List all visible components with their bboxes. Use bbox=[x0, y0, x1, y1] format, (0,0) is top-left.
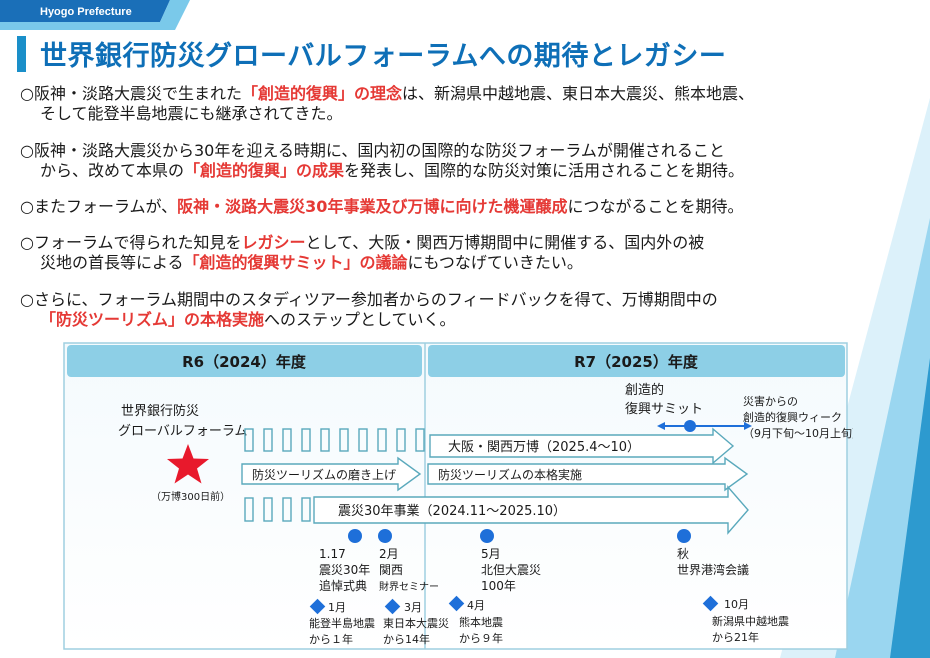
event-1-line2: 震災30年 bbox=[319, 563, 370, 577]
bullet-highlight: 「創造的復興サミット」の議論 bbox=[183, 253, 408, 272]
anniv-1-name: 能登半島地震 bbox=[309, 616, 375, 630]
week-label-line1: 災害からの bbox=[743, 394, 798, 408]
forum-label-line1: 世界銀行防災 bbox=[121, 403, 199, 419]
year-label-r7: R7（2025）年度 bbox=[574, 353, 699, 371]
bullet-item: ○阪神・淡路大震災から30年を迎える時期に、国内初の国際的な防災フォーラムが開催… bbox=[20, 141, 925, 181]
wave-marks-row1 bbox=[244, 428, 425, 452]
event-2-line3: 財界セミナー bbox=[379, 580, 439, 593]
year-header-r6 bbox=[67, 345, 422, 377]
week-label-line2: 創造的復興ウィーク bbox=[743, 410, 842, 424]
bullet-text: 災地の首長等による bbox=[40, 253, 184, 272]
bullet-text: は、新潟県中越地震、東日本大震災、熊本地震、 bbox=[401, 84, 754, 103]
year-label-r6: R6（2024）年度 bbox=[182, 353, 307, 371]
event-dot bbox=[480, 529, 494, 543]
tourism-arrow-1 bbox=[241, 456, 422, 492]
expo-arrow bbox=[429, 427, 735, 465]
page-title: 世界銀行防災グローバルフォーラムへの期待とレガシー bbox=[40, 41, 727, 72]
bullet-text: ○さらに、フォーラム期間中のスタディツアー参加者からのフィードバックを得て、万博… bbox=[20, 290, 718, 309]
event-3-line1: 5月 bbox=[481, 547, 501, 561]
bullet-text: にもつなげていきたい。 bbox=[407, 253, 583, 272]
bullet-text: を発表し、国際的な防災対策に活用されることを期待。 bbox=[344, 161, 745, 180]
summit-label-line1: 創造的 bbox=[625, 382, 664, 398]
expo-label: 大阪・関西万博（2025.4～10） bbox=[448, 440, 640, 455]
bullet-text: として、大阪・関西万博期間中に開催する、国内外の被 bbox=[305, 233, 705, 252]
tourism-label-2: 防災ツーリズムの本格実施 bbox=[438, 467, 582, 482]
anniv-2-years: から14年 bbox=[383, 632, 430, 646]
bullet-text: ○フォーラムで得られた知見を bbox=[20, 233, 242, 252]
forum-label-line2: グローバルフォーラム bbox=[118, 424, 247, 439]
bullet-list: ○阪神・淡路大震災で生まれた「創造的復興」の理念は、新潟県中越地震、東日本大震災… bbox=[20, 84, 925, 330]
event-1-line1: 1.17 bbox=[319, 547, 346, 561]
event-dot bbox=[378, 529, 392, 543]
title-accent-bar bbox=[17, 36, 26, 72]
event-1-line3: 追悼式典 bbox=[319, 578, 367, 593]
wave-marks-row2 bbox=[244, 497, 311, 522]
bullet-item: ○さらに、フォーラム期間中のスタディツアー参加者からのフィードバックを得て、万博… bbox=[20, 290, 925, 330]
tourism-label-1: 防災ツーリズムの磨き上げ bbox=[252, 467, 396, 482]
bullet-text: そして能登半島地震にも継承されてきた。 bbox=[40, 104, 343, 123]
bullet-text: ○阪神・淡路大震災で生まれた bbox=[20, 84, 242, 103]
anniv-4-years: から21年 bbox=[712, 630, 759, 644]
bullet-text: から、改めて本県の bbox=[40, 161, 185, 180]
anniv-3-name: 熊本地震 bbox=[459, 615, 503, 629]
anniv-2-month: 3月 bbox=[404, 601, 422, 614]
anniv-3-years: から９年 bbox=[459, 631, 503, 645]
anniv-4-month: 10月 bbox=[724, 598, 749, 611]
event-dot bbox=[348, 529, 362, 543]
arrow-right-icon bbox=[744, 422, 752, 430]
forum-note: （万博300日前） bbox=[151, 490, 230, 503]
bullet-highlight: 「創造的復興」の成果 bbox=[184, 161, 345, 180]
bullet-item: ○フォーラムで得られた知見をレガシーとして、大阪・関西万博期間中に開催する、国内… bbox=[20, 233, 925, 273]
bullet-text: ○またフォーラムが、 bbox=[20, 197, 178, 216]
event-2-line2: 関西 bbox=[379, 563, 403, 577]
summit-dot bbox=[684, 420, 696, 432]
header-tag: Hyogo Prefecture bbox=[40, 6, 132, 18]
bullet-highlight: 「創造的復興」の理念 bbox=[241, 84, 402, 103]
bullet-highlight: レガシー bbox=[241, 233, 306, 252]
year-header-r7 bbox=[428, 345, 845, 377]
event-dot bbox=[677, 529, 691, 543]
event-4-line2: 世界港湾会議 bbox=[677, 562, 749, 577]
bullet-text: につながることを期待。 bbox=[567, 197, 744, 216]
anniv-3-month: 4月 bbox=[467, 599, 485, 612]
event-4-line1: 秋 bbox=[677, 547, 689, 561]
event-3-line2: 北但大震災 bbox=[481, 563, 541, 577]
bullet-text: へのステップとしていく。 bbox=[264, 310, 456, 329]
star-icon bbox=[167, 444, 209, 484]
bullet-item: ○またフォーラムが、阪神・淡路大震災30年事業及び万博に向けた機運醸成につながる… bbox=[20, 197, 925, 217]
tourism-arrow-2 bbox=[427, 456, 749, 492]
anniv-4-name: 新潟県中越地震 bbox=[712, 614, 789, 628]
week-label-line3: （9月下旬～10月上旬） bbox=[743, 427, 853, 440]
arrow-left-icon bbox=[657, 422, 665, 430]
shinsai30-label: 震災30年事業（2024.11～2025.10） bbox=[338, 503, 566, 519]
anniv-2-name: 東日本大震災 bbox=[383, 616, 449, 630]
shinsai30-arrow bbox=[313, 485, 749, 535]
timeline-diagram: R6（2024）年度 R7（2025）年度 世界銀行防災 グローバルフォーラム … bbox=[63, 342, 853, 650]
bullet-highlight: 阪神・淡路大震災30年事業及び万博に向けた機運醸成 bbox=[177, 197, 568, 216]
event-2-line1: 2月 bbox=[379, 547, 399, 561]
event-3-line3: 100年 bbox=[481, 579, 516, 593]
top-decoration bbox=[0, 0, 190, 30]
bullet-item: ○阪神・淡路大震災で生まれた「創造的復興」の理念は、新潟県中越地震、東日本大震災… bbox=[20, 84, 925, 124]
bullet-text: ○阪神・淡路大震災から30年を迎える時期に、国内初の国際的な防災フォーラムが開催… bbox=[20, 141, 725, 160]
summit-label-line2: 復興サミット bbox=[625, 401, 703, 417]
anniv-1-years: から１年 bbox=[309, 632, 353, 646]
bullet-highlight: 「防災ツーリズム」の本格実施 bbox=[40, 310, 265, 329]
anniv-1-month: 1月 bbox=[328, 601, 346, 614]
